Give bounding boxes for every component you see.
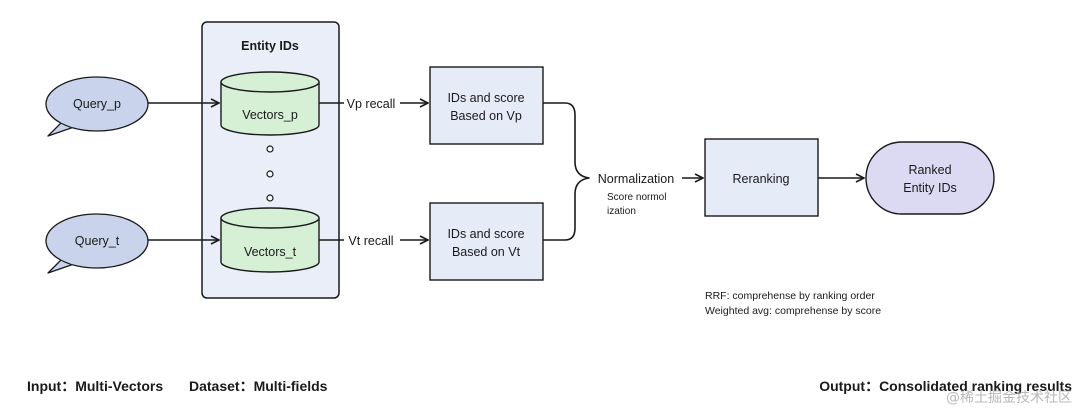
vectors-p-label: Vectors_p [242,108,298,122]
watermark: @稀土掘金技术社区 [946,390,1072,406]
reranking-label: Reranking [733,172,790,186]
legend-weighted-avg: Weighted avg: comprehense by score [705,305,882,317]
ids-score-vt-line1: IDs and score [447,227,524,241]
score-normalization-line2: ization [607,206,636,217]
footer-dataset: Dataset：Multi-fields [189,378,328,394]
normalization-label: Normalization [598,172,674,186]
ids-score-vp-line1: IDs and score [447,91,524,105]
query-t-bubble: Query_t [45,213,149,274]
vp-recall-label: Vp recall [347,97,396,111]
query-t-label: Query_t [75,234,120,248]
footer-output: Output：Consolidated ranking results [819,378,1072,394]
vt-recall-label: Vt recall [348,234,393,248]
query-p-label: Query_p [73,97,121,111]
ids-score-vt-box: IDs and score Based on Vt [429,202,544,281]
query-p-bubble: Query_p [45,76,149,137]
vectors-t-cylinder: Vectors_t [220,207,320,273]
footer-input: Input：Multi-Vectors [27,378,164,394]
vectors-p-cylinder: Vectors_p [220,71,320,136]
ellipsis-dot [266,145,274,153]
ranked-line1: Ranked [908,163,951,177]
legend-rrf: RRF: comprehense by ranking order [705,290,875,302]
ellipsis-dot [266,170,274,178]
ranked-line2: Entity IDs [903,181,957,195]
ids-score-vp-line2: Based on Vp [450,109,522,123]
ellipsis-dot [266,194,274,202]
entity-ids-title: Entity IDs [241,39,299,53]
merge-bracket [543,102,590,241]
reranking-box: Reranking [704,138,819,217]
ids-score-vt-line2: Based on Vt [452,245,521,259]
score-normalization-line1: Score normol [607,192,666,203]
ids-score-vp-box: IDs and score Based on Vp [429,66,544,145]
vectors-t-label: Vectors_t [244,245,297,259]
ranked-entity-ids-node: Ranked Entity IDs [865,141,995,215]
